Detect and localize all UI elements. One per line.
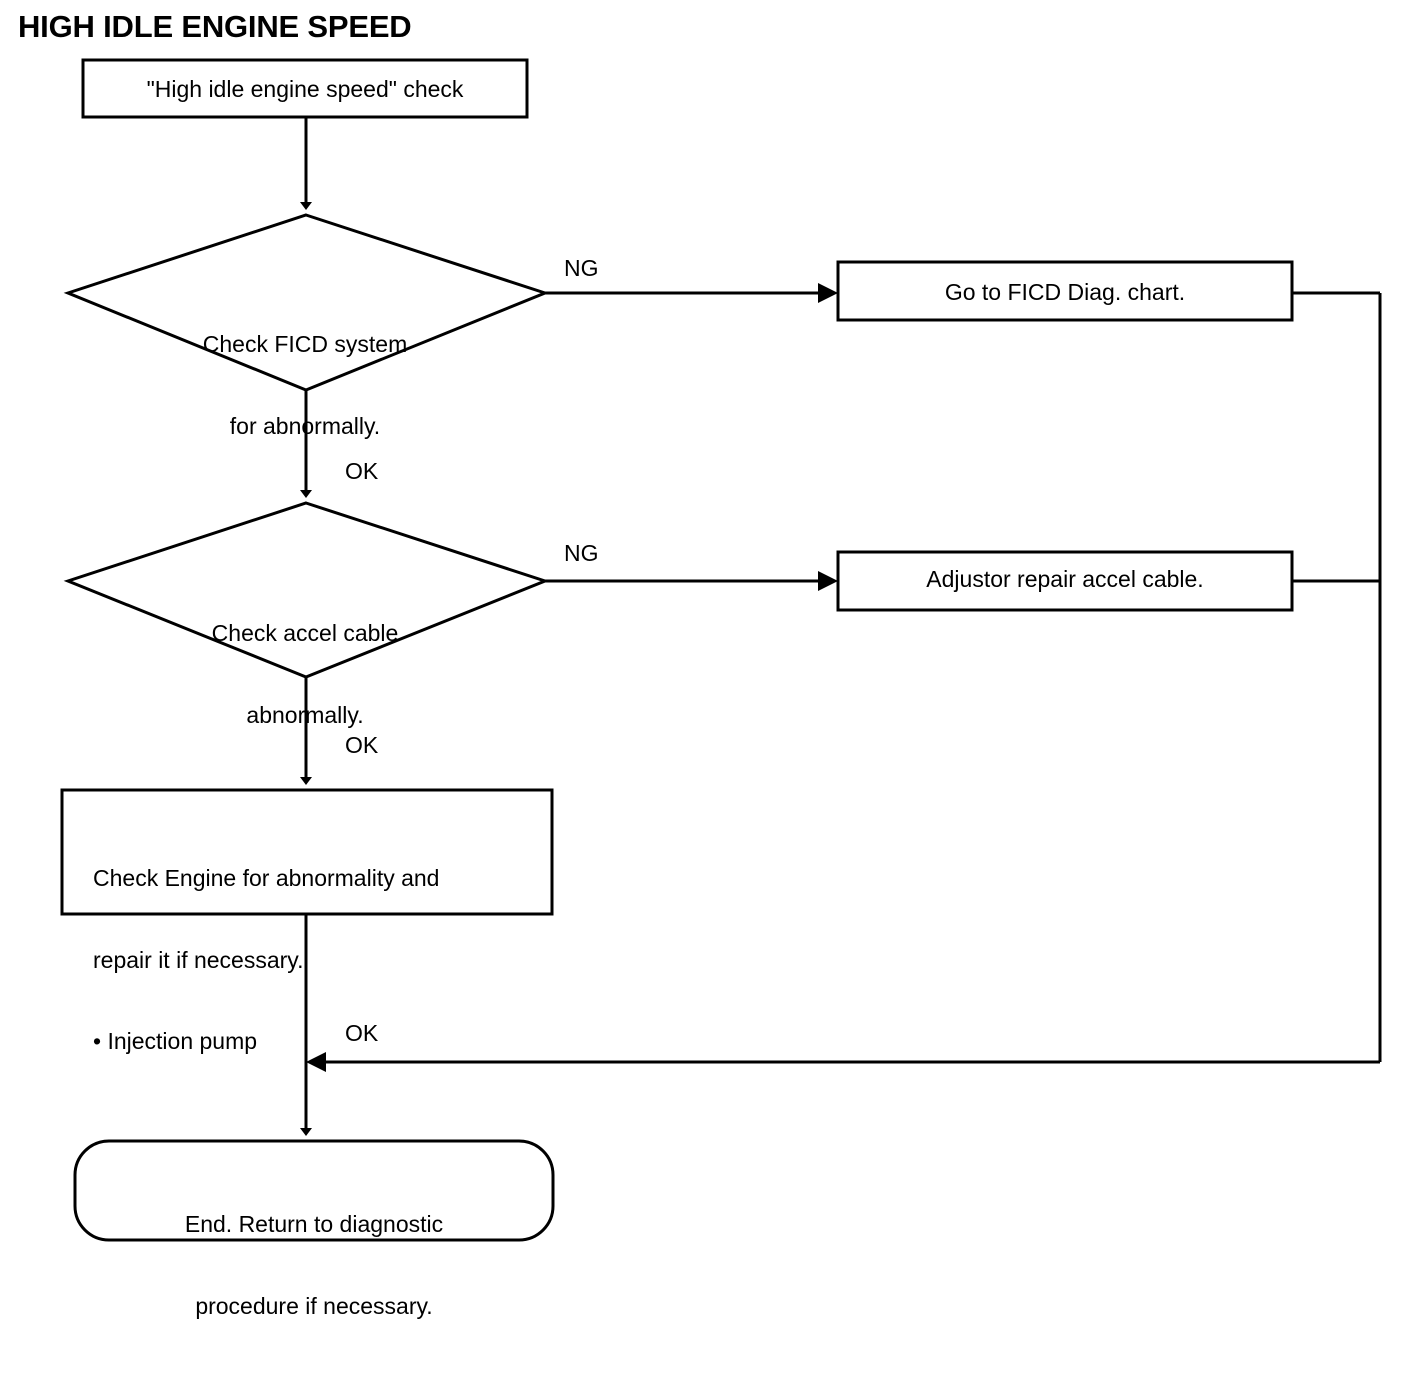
end-box-label: End. Return to diagnostic procedure if n… bbox=[80, 1157, 548, 1374]
ficd-chart-box-label: Go to FICD Diag. chart. bbox=[944, 279, 1186, 305]
edge-label-ng-ficd: NG bbox=[564, 255, 599, 281]
ficd-chart-box-shape bbox=[836, 260, 1294, 322]
edge-label-ok-ficd: OK bbox=[345, 458, 379, 484]
edge-label-ng-accel: NG bbox=[564, 540, 599, 566]
flowchart-canvas: HIGH IDLE ENGINE SPEED "High idle engine… bbox=[18, 9, 1382, 1319]
end-box-label-line2: procedure if necessary. bbox=[195, 1292, 433, 1319]
decision-accel-label-line1: Check accel cable bbox=[211, 620, 399, 647]
start-box-shape bbox=[81, 58, 529, 119]
engine-box-label-line3: • Injection pump bbox=[93, 1028, 258, 1054]
end-box-label-line1: End. Return to diagnostic bbox=[184, 1211, 444, 1238]
accel-fix-box-label: Adjustor repair accel cable. bbox=[926, 566, 1204, 592]
accel-fix-box-shape bbox=[836, 550, 1294, 612]
arrowhead-ficd-ng bbox=[818, 283, 838, 303]
engine-box-label-line1: Check Engine for abnormality and bbox=[93, 865, 440, 892]
flowchart-shapes-layer bbox=[60, 58, 1382, 1242]
edge-label-ok-accel: OK bbox=[345, 732, 379, 758]
decision-ficd-label: Check FICD system for abnormally. bbox=[150, 277, 460, 494]
arrowhead-return-rail bbox=[306, 1052, 326, 1072]
arrowhead-accel-ng bbox=[818, 571, 838, 591]
decision-accel-label-line2: abnormally. bbox=[246, 701, 364, 728]
end-box-shape bbox=[73, 1139, 555, 1242]
decision-ficd-label-line2: for abnormally. bbox=[229, 412, 381, 439]
page-title: HIGH IDLE ENGINE SPEED bbox=[18, 9, 412, 44]
edge-label-ok-return: OK bbox=[345, 1020, 379, 1046]
engine-box-shape bbox=[60, 788, 554, 916]
decision-ficd-label-line1: Check FICD system bbox=[202, 331, 408, 358]
engine-box-label: Check Engine for abnormality and repair … bbox=[93, 811, 543, 1109]
start-box-label: "High idle engine speed" check bbox=[146, 76, 464, 102]
engine-box-label-line2: repair it if necessary. bbox=[93, 946, 304, 973]
decision-accel-label: Check accel cable abnormally. bbox=[150, 566, 460, 783]
